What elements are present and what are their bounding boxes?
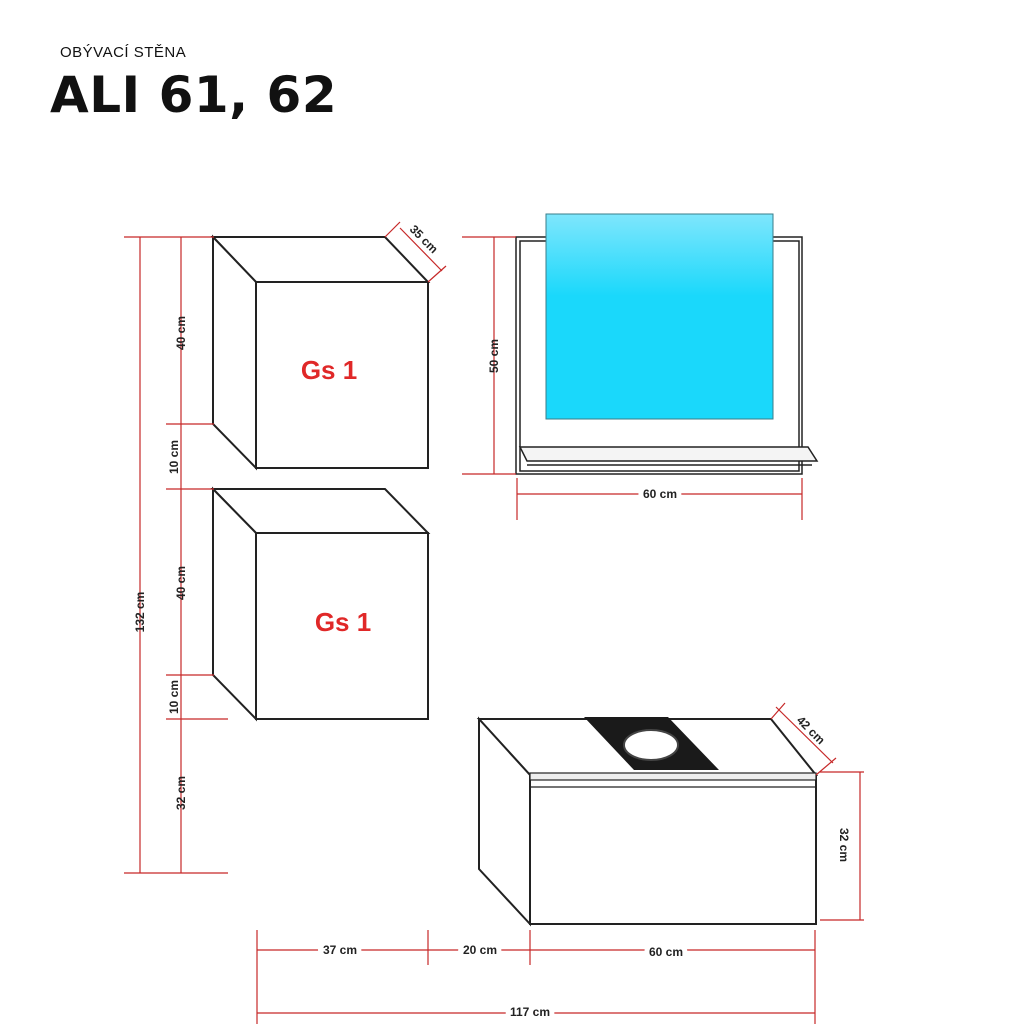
upper-cabinet-label: Gs 1 [301, 355, 357, 385]
dim-base-depth-line [775, 706, 834, 764]
dim-upper-gap-text: 10 cm [167, 440, 181, 474]
hob-burner [623, 729, 679, 761]
dim-ext-depth-a [384, 221, 401, 238]
dim-panel-height-text: 50 cm [487, 339, 501, 373]
dim-base-width-text: 60 cm [649, 945, 683, 959]
tv-screen [545, 213, 774, 420]
dim-offset-gap-text: 20 cm [463, 943, 497, 957]
dimension-lines [124, 221, 864, 1024]
dim-panel-width-text: 60 cm [643, 487, 677, 501]
dim-lower-gap-text: 10 cm [167, 680, 181, 714]
panel-shelf [518, 446, 819, 462]
dim-total-height-text: 132 cm [133, 592, 147, 633]
upper-wall-cabinet [210, 234, 431, 471]
dim-total-width-text: 117 cm [510, 1005, 550, 1019]
upper-cabinet-front-face [255, 281, 429, 469]
dim-cube-depth-line [399, 227, 443, 272]
dim-lower-height-text: 40 cm [174, 566, 188, 600]
lower-cabinet-front-face [255, 532, 429, 720]
dim-upper-height-text: 40 cm [174, 316, 188, 350]
dim-bottom-height-text: 32 cm [174, 776, 188, 810]
dim-offset-left-text: 37 cm [323, 943, 357, 957]
header: OBÝVACÍ STĚNA ALI 61, 62 [0, 0, 1024, 140]
lower-wall-cabinet [210, 486, 431, 722]
base-front-face [529, 774, 817, 925]
dim-ext-base-depth-b [815, 757, 837, 776]
dim-cube-depth-text: 35 cm [407, 222, 441, 256]
lower-cabinet-label: Gs 1 [315, 607, 371, 637]
dim-base-height-text: 32 cm [837, 828, 851, 862]
product-category: OBÝVACÍ STĚNA [60, 44, 187, 61]
base-top-edge [529, 772, 817, 781]
product-title: ALI 61, 62 [50, 66, 338, 124]
dim-ext-depth-b [427, 265, 447, 283]
dim-ext-base-depth-a [770, 702, 786, 720]
